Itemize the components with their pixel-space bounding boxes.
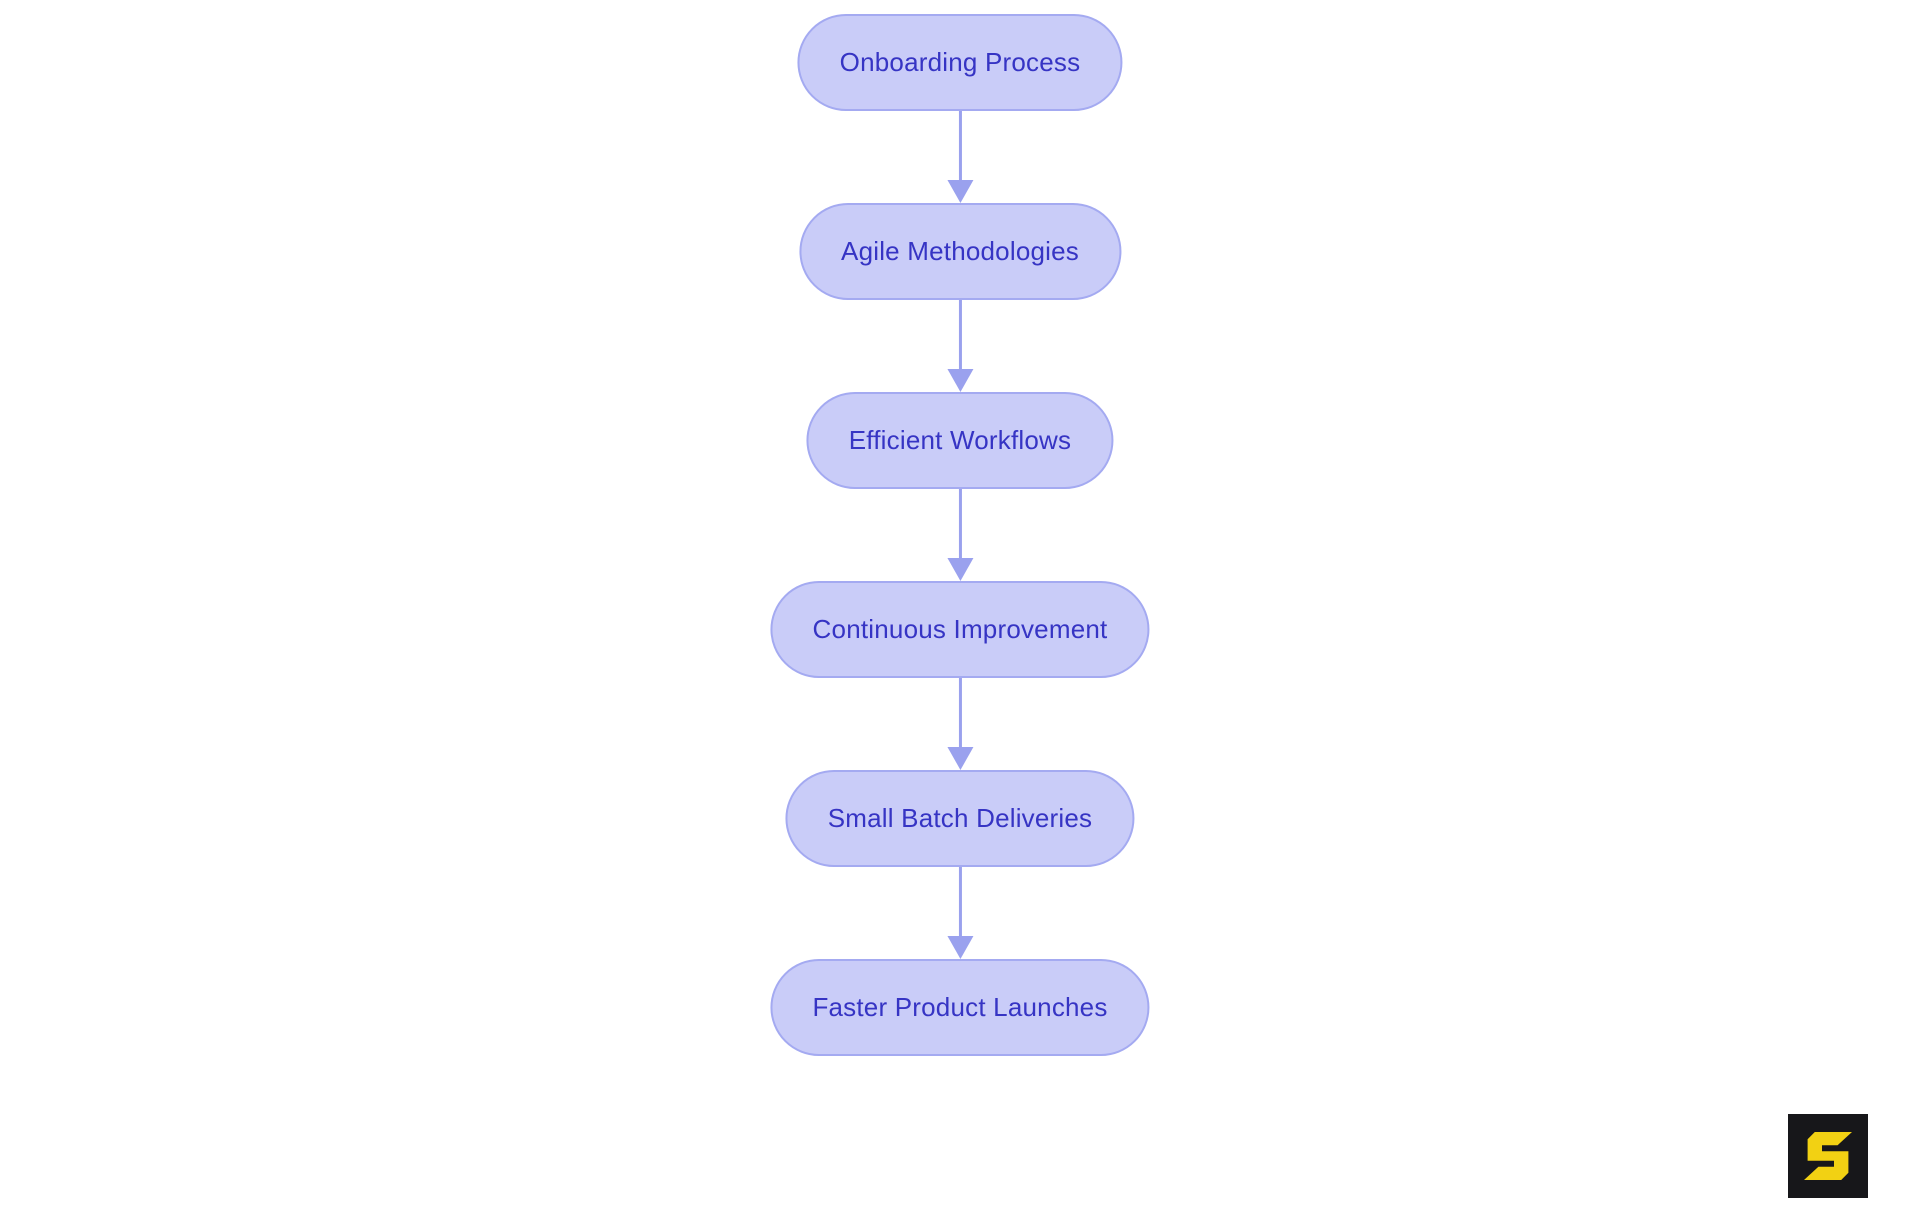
arrow-head-icon [946,558,973,581]
arrow-line [958,489,962,563]
flow-node-label: Continuous Improvement [812,614,1108,644]
arrow-line [958,300,962,374]
flow-node-label: Onboarding Process [839,47,1081,77]
logo-s-icon [1804,1132,1852,1180]
flow-node: Onboarding Process [797,14,1123,111]
brand-logo[interactable] [1788,1114,1868,1198]
flow-arrow-down [946,678,974,770]
flow-node: Small Batch Deliveries [785,770,1135,867]
flow-arrow-down [946,111,974,203]
arrow-line [958,111,962,185]
arrow-line [958,867,962,941]
flow-node: Continuous Improvement [770,581,1150,678]
flow-node-label: Faster Product Launches [812,992,1108,1022]
arrow-head-icon [946,369,973,392]
arrow-head-icon [946,180,973,203]
flow-node: Efficient Workflows [806,392,1114,489]
flow-node-label: Small Batch Deliveries [827,803,1093,833]
flow-arrow-down [946,867,974,959]
arrow-head-icon [946,747,973,770]
flow-node: Agile Methodologies [799,203,1121,300]
arrow-head-icon [946,936,973,959]
flow-arrow-down [946,300,974,392]
flowchart: Onboarding Process Agile Methodologies E… [770,14,1150,1056]
flow-arrow-down [946,489,974,581]
flow-node-label: Agile Methodologies [841,236,1079,266]
flow-node: Faster Product Launches [770,959,1150,1056]
flow-node-label: Efficient Workflows [848,425,1072,455]
arrow-line [958,678,962,752]
